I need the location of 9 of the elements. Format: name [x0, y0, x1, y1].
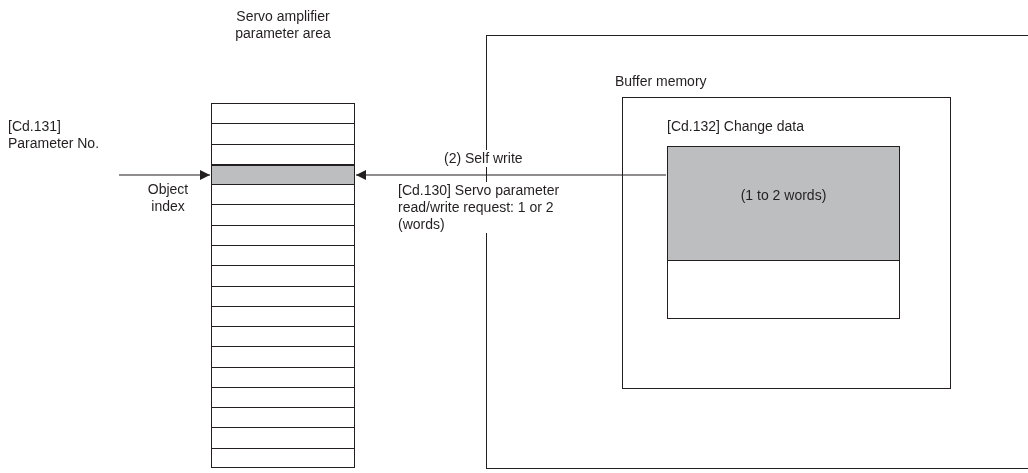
signal-label: [Cd.131] Parameter No.	[8, 118, 120, 178]
change-data-area	[667, 146, 900, 261]
area-heading: Buffer memory	[615, 73, 707, 90]
data-size-text: (1 to 2 words)	[739, 187, 828, 204]
edge-label: (2) Self write	[444, 150, 523, 167]
arrow	[118, 170, 211, 180]
arrow	[355, 170, 667, 180]
area-heading: [Cd.132] Change data	[667, 118, 804, 135]
selected-parameter-row	[211, 165, 355, 185]
